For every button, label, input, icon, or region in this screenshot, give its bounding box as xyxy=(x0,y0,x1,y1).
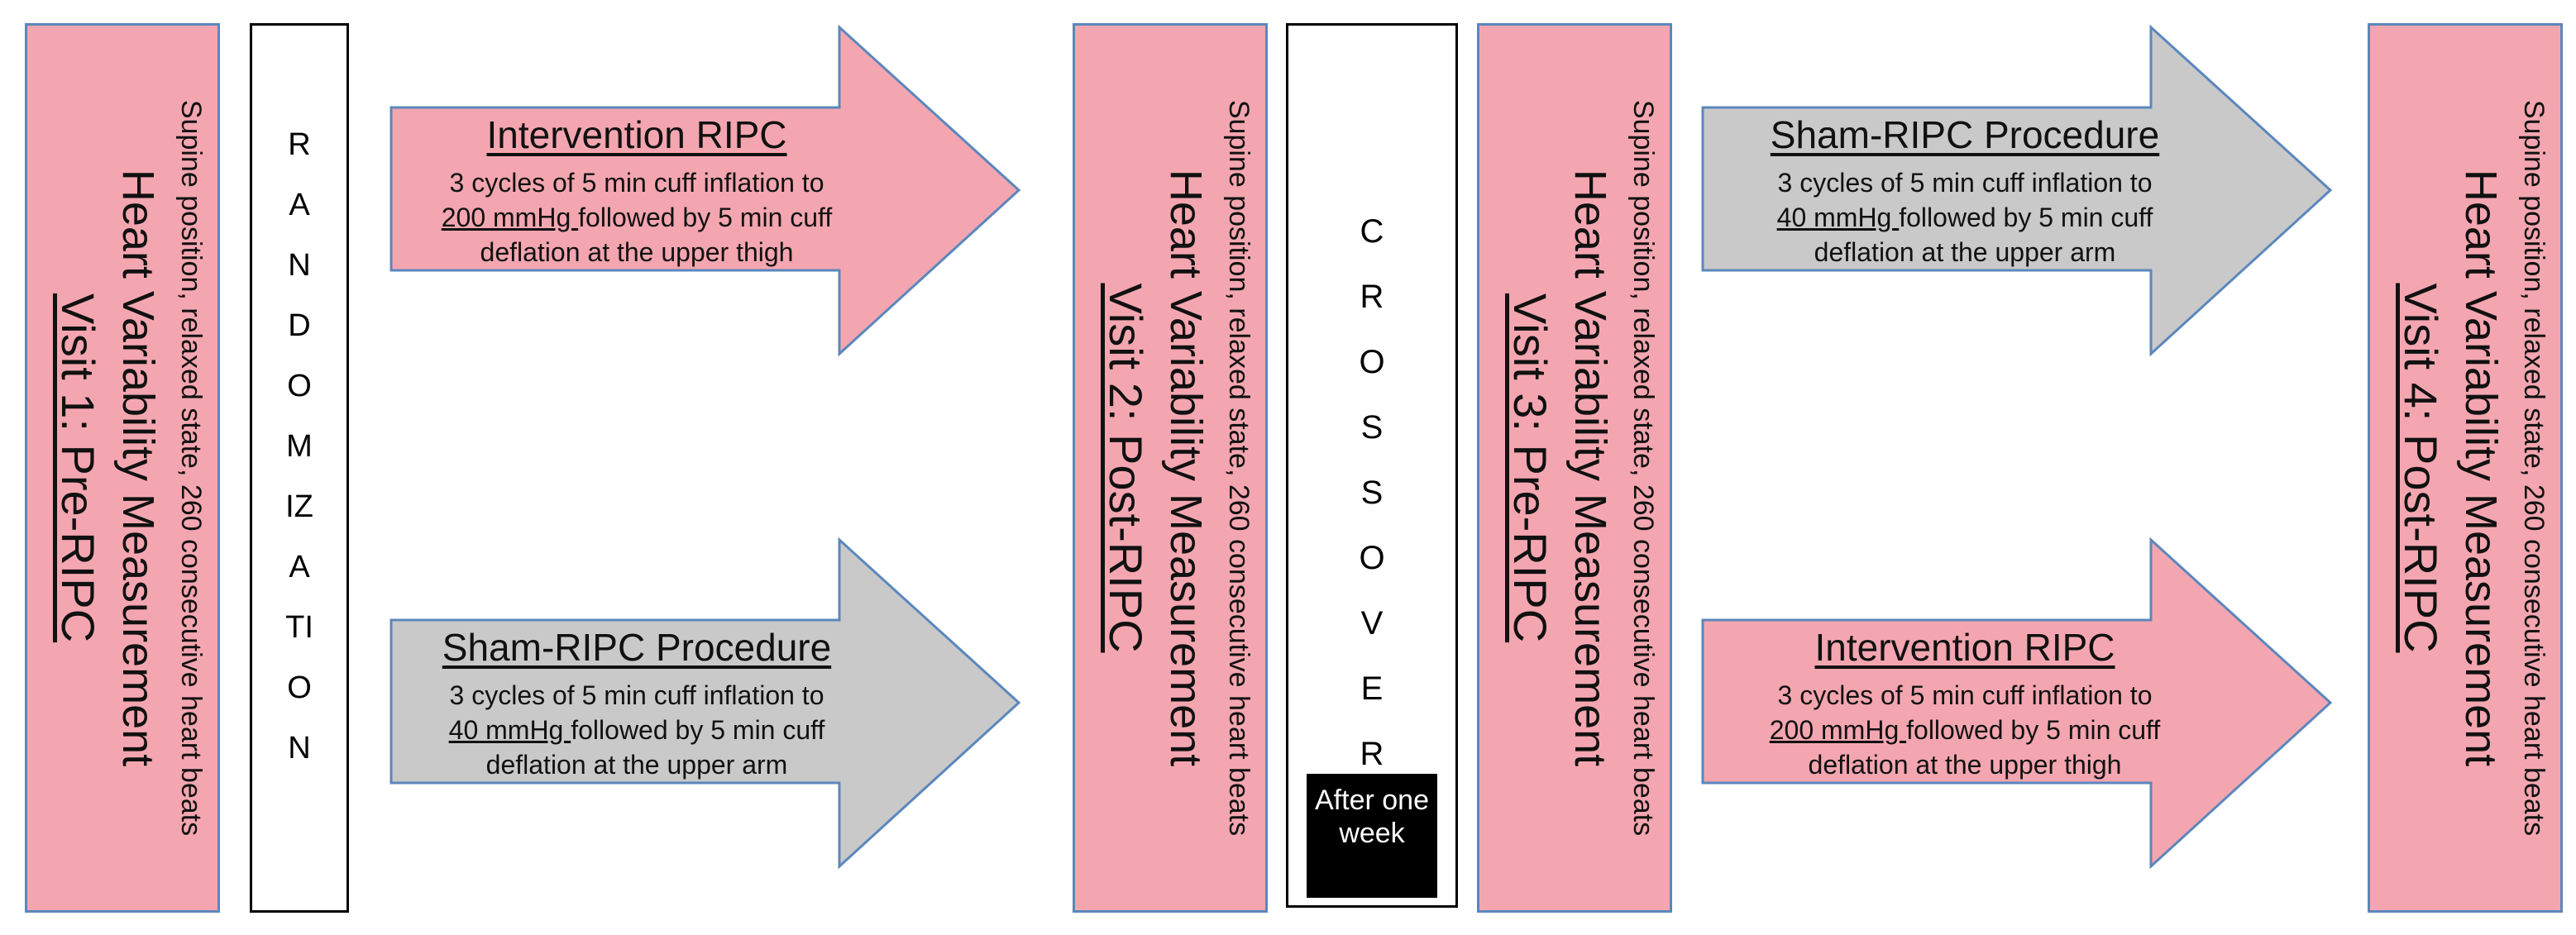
visit-4-box: Visit 4: Post-RIPC Heart Variability Mea… xyxy=(2368,23,2563,913)
visit-title: Visit 3: Pre-RIPC xyxy=(1504,293,1556,643)
visit-description: Supine position, relaxed state, 260 cons… xyxy=(175,99,207,837)
arrow-line-2: 200 mmHg followed by 5 min cuff xyxy=(1700,713,2230,747)
arrow-line-1: 3 cycles of 5 min cuff inflation to xyxy=(1777,680,2153,710)
arrow-line-1: 3 cycles of 5 min cuff inflation to xyxy=(1777,168,2153,198)
arrow-line-3: deflation at the upper thigh xyxy=(480,237,794,267)
visit-description: Supine position, relaxed state, 260 cons… xyxy=(1223,99,1255,837)
arrow-title: Intervention RIPC xyxy=(486,113,787,156)
arrow-text: Intervention RIPC 3 cycles of 5 min cuff… xyxy=(1700,628,2230,782)
crossover-box: CROSSOVER After one week xyxy=(1286,23,1458,908)
crossover-note: After one week xyxy=(1307,774,1437,898)
visit-description: Supine position, relaxed state, 260 cons… xyxy=(2518,99,2550,837)
pressure-value: 200 mmHg xyxy=(1769,715,1907,745)
arrow-line-2: 40 mmHg followed by 5 min cuff xyxy=(389,713,885,747)
arrow-line-2-rest: followed by 5 min cuff xyxy=(1906,715,2161,745)
pressure-value: 200 mmHg xyxy=(441,203,579,232)
arrow-title: Sham-RIPC Procedure xyxy=(1770,113,2160,156)
arrow-shape xyxy=(390,25,1021,357)
arrow-text: Sham-RIPC Procedure 3 cycles of 5 min cu… xyxy=(389,628,885,782)
visit-1-box: Visit 1: Pre-RIPC Heart Variability Meas… xyxy=(25,23,220,913)
arrow-line-2: 40 mmHg followed by 5 min cuff xyxy=(1700,200,2230,235)
crossover-label: CROSSOVER xyxy=(1359,213,1385,772)
arrow-title: Intervention RIPC xyxy=(1814,626,2115,669)
arrow-text: Sham-RIPC Procedure 3 cycles of 5 min cu… xyxy=(1700,116,2230,270)
arrow-line-2-rest: followed by 5 min cuff xyxy=(571,715,825,745)
arrow-intervention-top: Intervention RIPC 3 cycles of 5 min cuff… xyxy=(389,25,1025,359)
visit-description: Supine position, relaxed state, 260 cons… xyxy=(1627,99,1659,837)
arrow-shape xyxy=(1701,537,2333,870)
arrow-shape xyxy=(390,537,1021,870)
arrow-sham-top: Sham-RIPC Procedure 3 cycles of 5 min cu… xyxy=(1700,25,2337,359)
visit-title: Visit 1: Pre-RIPC xyxy=(52,293,104,643)
arrow-line-2: 200 mmHg followed by 5 min cuff xyxy=(389,200,885,235)
visit-title: Visit 2: Post-RIPC xyxy=(1100,283,1152,653)
arrow-text: Intervention RIPC 3 cycles of 5 min cuff… xyxy=(389,116,885,270)
arrow-line-2-rest: followed by 5 min cuff xyxy=(578,203,833,232)
arrow-title: Sham-RIPC Procedure xyxy=(442,626,832,669)
visit-subtitle: Heart Variability Measurement xyxy=(2456,169,2506,767)
arrow-line-3: deflation at the upper arm xyxy=(1814,237,2116,267)
arrow-intervention-bottom: Intervention RIPC 3 cycles of 5 min cuff… xyxy=(1700,537,2337,871)
pressure-value: 40 mmHg xyxy=(1776,203,1900,232)
visit-subtitle: Heart Variability Measurement xyxy=(113,169,163,767)
pressure-value: 40 mmHg xyxy=(448,715,571,745)
visit-title: Visit 4: Post-RIPC xyxy=(2395,283,2447,653)
randomization-box: RANDOMIZATION xyxy=(250,23,349,913)
visit-subtitle: Heart Variability Measurement xyxy=(1161,169,1211,767)
arrow-sham-bottom: Sham-RIPC Procedure 3 cycles of 5 min cu… xyxy=(389,537,1025,871)
arrow-line-1: 3 cycles of 5 min cuff inflation to xyxy=(449,168,824,198)
randomization-label: RANDOMIZATION xyxy=(285,127,313,766)
arrow-line-3: deflation at the upper thigh xyxy=(1808,750,2122,780)
visit-2-box: Visit 2: Post-RIPC Heart Variability Mea… xyxy=(1073,23,1268,913)
arrow-shape xyxy=(1701,25,2333,357)
arrow-line-3: deflation at the upper arm xyxy=(485,750,788,780)
visit-subtitle: Heart Variability Measurement xyxy=(1565,169,1615,767)
arrow-line-2-rest: followed by 5 min cuff xyxy=(1899,203,2153,232)
visit-3-box: Visit 3: Pre-RIPC Heart Variability Meas… xyxy=(1477,23,1672,913)
arrow-line-1: 3 cycles of 5 min cuff inflation to xyxy=(449,680,824,710)
